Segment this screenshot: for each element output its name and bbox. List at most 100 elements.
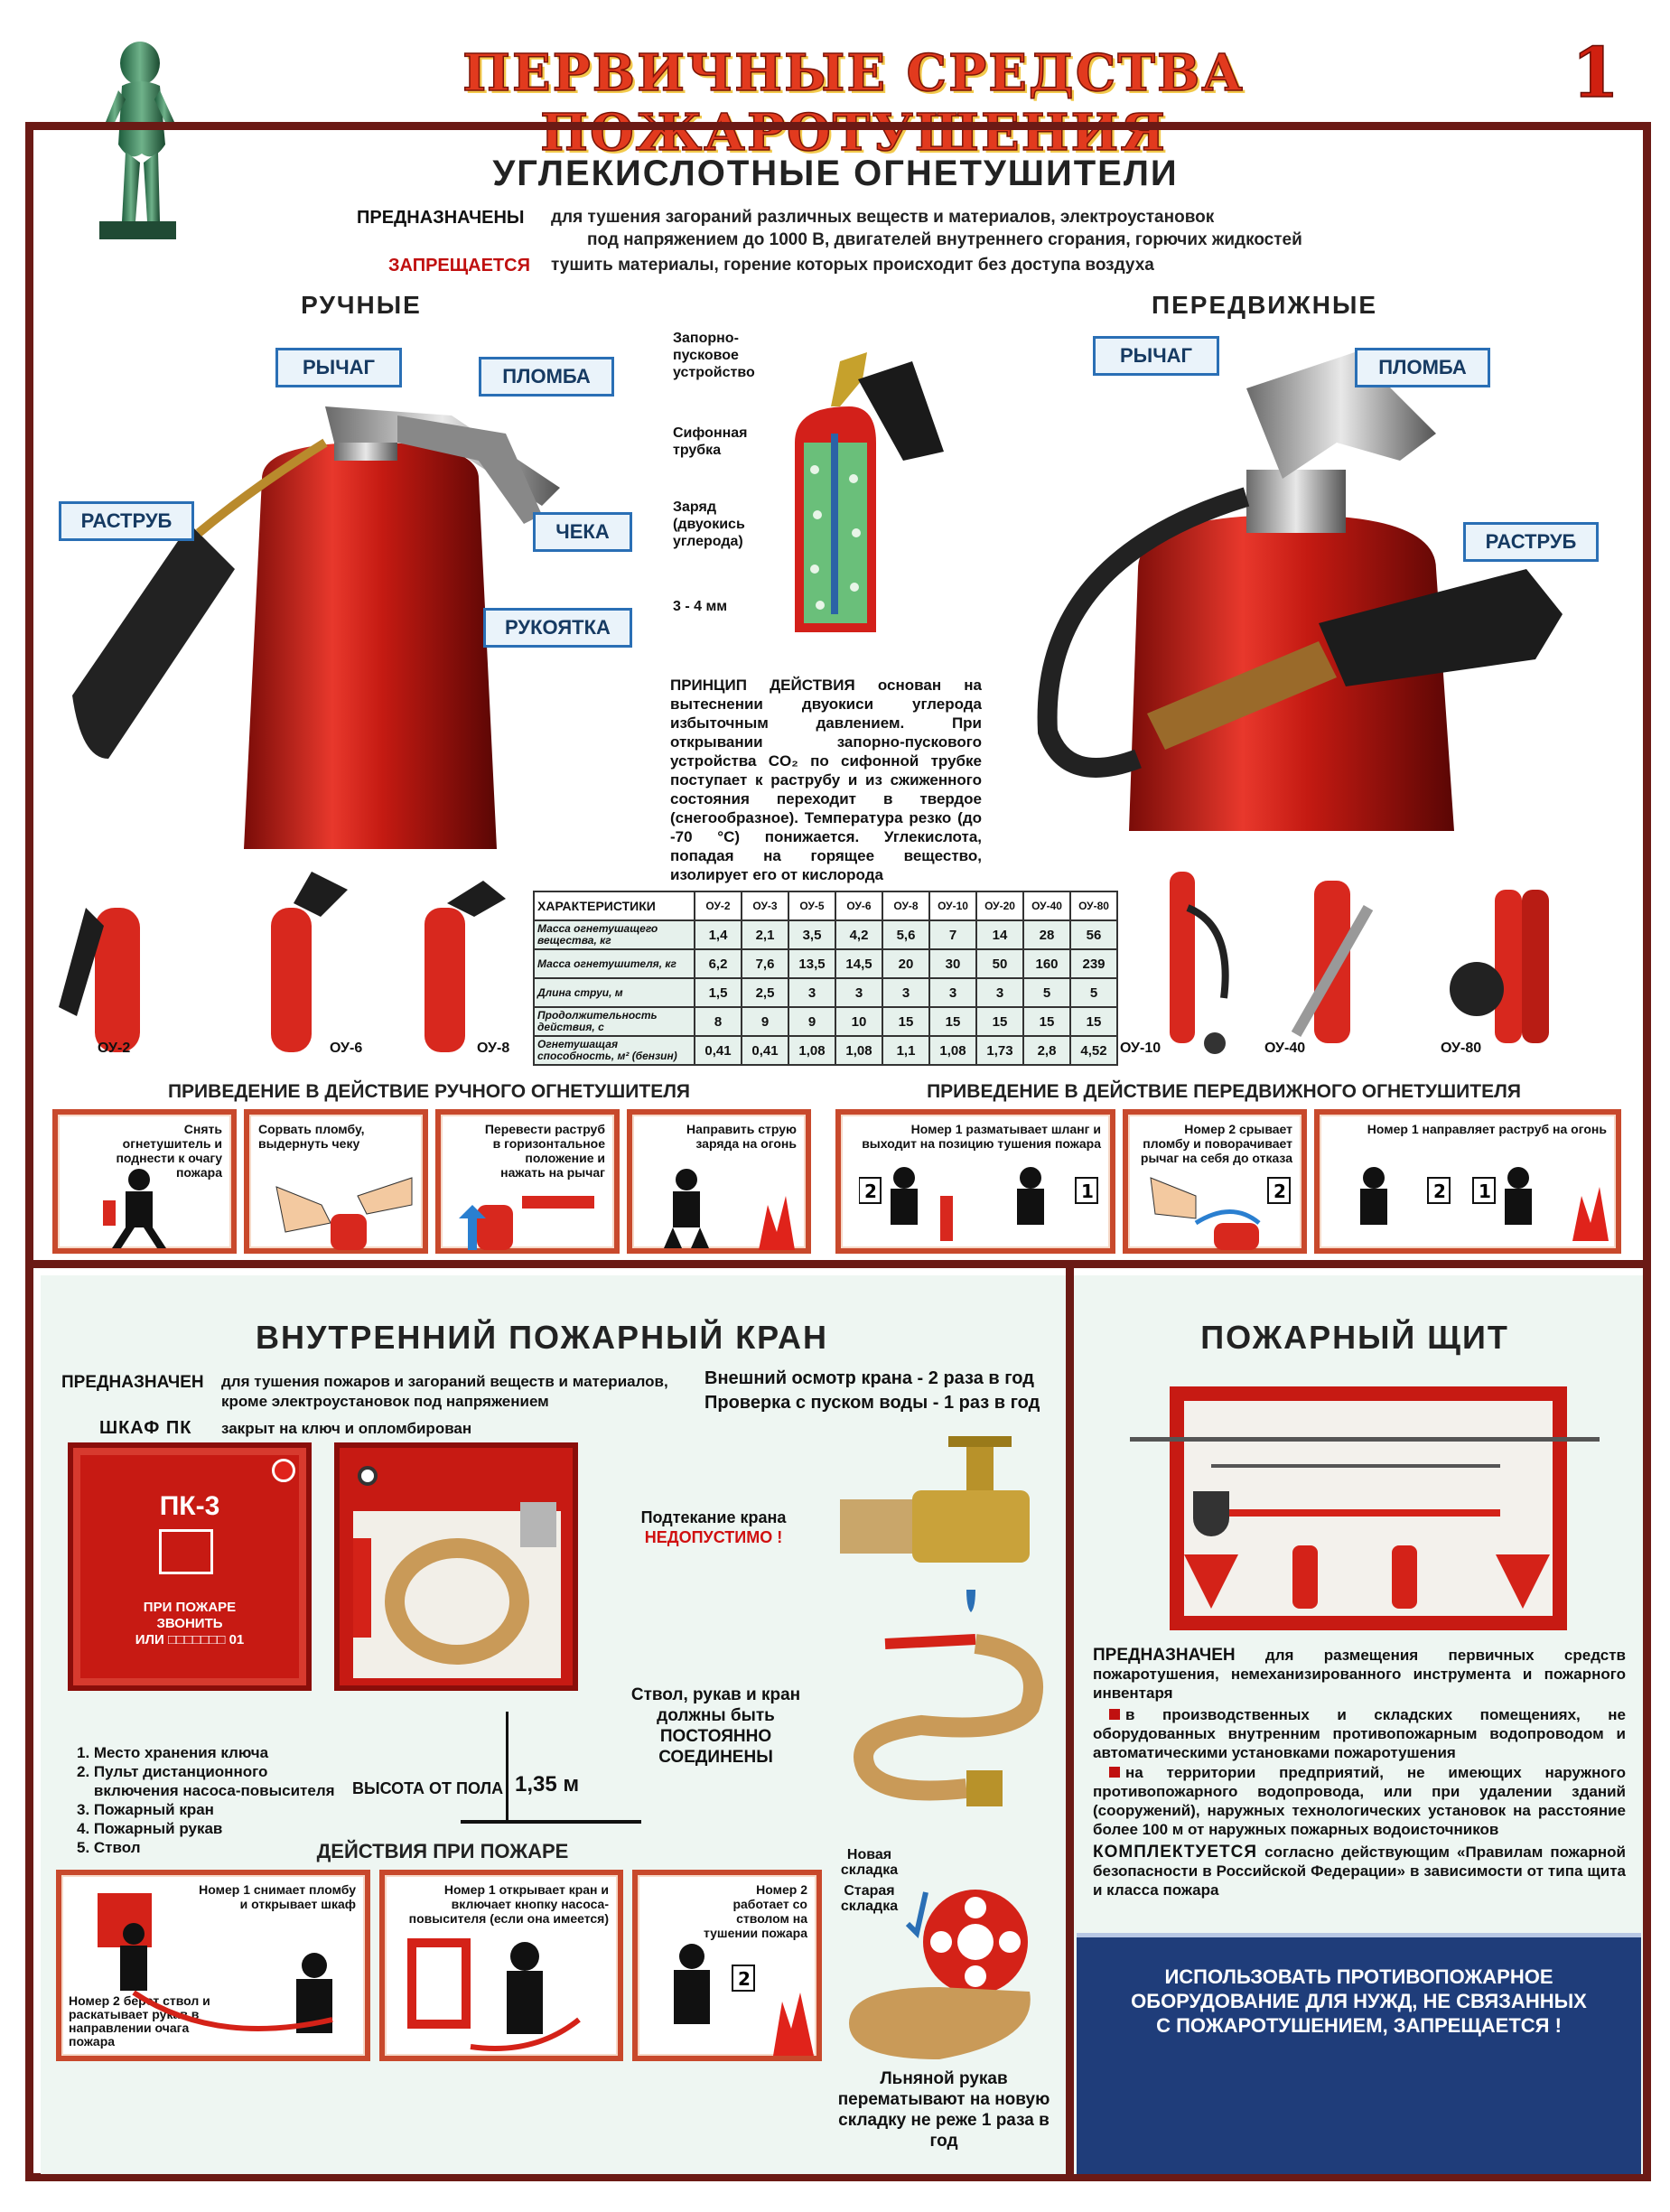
action1-note: Номер 2 берет ствол и раскатывает рукав …: [69, 1993, 210, 2049]
bullet-text: на территории предприятий, не имеющих на…: [1093, 1764, 1626, 1838]
extinguisher-icon: [1292, 1545, 1318, 1609]
height-label: ВЫСОТА ОТ ПОЛА: [352, 1779, 504, 1797]
shield-bullet-1: в производственных и складских помещения…: [1093, 1705, 1626, 1762]
shield-bullet-2: на территории предприятий, не имеющих на…: [1093, 1763, 1626, 1839]
label-charge: Заряд (двуокись углерода): [673, 499, 745, 549]
page-number: 1: [1571, 32, 1619, 114]
mobile-extinguisher-illustration: [1037, 352, 1563, 831]
hose-reel-illustration: [849, 1890, 1031, 2059]
table-col: ОУ-8: [882, 891, 930, 921]
step-caption: Номер 1 открывает кран и включает кнопку…: [408, 1882, 609, 1926]
step-caption: Снять огнетушитель и поднести к очагу по…: [116, 1122, 222, 1180]
model-ou6: ОУ-6: [330, 1041, 363, 1056]
cell: 15: [1069, 1006, 1118, 1037]
main-frame: [25, 122, 1651, 2181]
forbidden-label: ЗАПРЕЩАЕТСЯ: [388, 256, 530, 275]
inspect-1: Внешний осмотр крана - 2 раза в год: [704, 1368, 1034, 1388]
cell: 1,5: [694, 977, 742, 1008]
model-ou2: ОУ-2: [98, 1041, 131, 1056]
label-mobile-lever: РЫЧАГ: [1093, 336, 1219, 376]
principle-text: ПРИНЦИП ДЕЙСТВИЯ основан на вытеснении д…: [670, 676, 982, 884]
cabinet-call-2: ЗВОНИТЬ: [156, 1616, 223, 1631]
table-col: ОУ-3: [741, 891, 789, 921]
height-arrow: [506, 1712, 508, 1820]
forbidden-text: тушить материалы, горение которых происх…: [551, 256, 1154, 275]
old-fold-label: Старая складка: [840, 1883, 899, 1914]
extinguisher-arrow-icon: [459, 1196, 594, 1250]
cabinet-closed: ПК-3 ПРИ ПОЖАРЕ ЗВОНИТЬ ИЛИ □□□□□□□ 01: [68, 1442, 312, 1691]
cell: 5,6: [882, 919, 930, 950]
pump-button-icon[interactable]: [358, 1466, 378, 1486]
row-label: Масса огнетушащего вещества, кг: [533, 919, 695, 950]
hydrant-action-1: Номер 1 снимает пломбу и открывает шкаф …: [56, 1870, 370, 2061]
cell: 15: [975, 1006, 1024, 1037]
extinguisher-cross-section-illustration: [795, 352, 944, 632]
legend-item: 5. Ствол: [77, 1839, 141, 1856]
shield-kit: КОМПЛЕКТУЕТСЯ согласно действующим «Прав…: [1093, 1843, 1626, 1899]
label-seal: ПЛОМБА: [479, 357, 614, 397]
cell: 15: [928, 1006, 977, 1037]
nozzle-icon[interactable]: [353, 1538, 371, 1638]
legend-item: 1. Место хранения ключа: [77, 1744, 269, 1761]
manual-models-illustration: [59, 872, 506, 1052]
bullet-icon: [1109, 1709, 1120, 1720]
cell: 3: [835, 977, 883, 1008]
kit-text: согласно действующим «Правилам пожарной …: [1093, 1843, 1626, 1899]
cell: 5: [1069, 977, 1118, 1008]
cell: 0,41: [741, 1035, 789, 1066]
cabinet-name: ПК-3: [159, 1491, 220, 1521]
cabinet-text: закрыт на ключ и опломбирован: [221, 1420, 472, 1437]
label-siphon: Сифонная трубка: [673, 425, 748, 458]
bullet-text: в производственных и складских помещения…: [1093, 1706, 1626, 1761]
manual-step-2: Сорвать пломбу, выдернуть чеку: [244, 1109, 428, 1254]
valve-icon[interactable]: [520, 1502, 556, 1547]
hydrant-purpose-label: ПРЕДНАЗНАЧЕН: [61, 1373, 204, 1392]
legend-item: 3. Пожарный кран: [77, 1801, 214, 1818]
label-nozzle: РАСТРУБ: [59, 501, 194, 541]
bucket-icon: [1184, 1554, 1238, 1609]
cell: 9: [741, 1006, 789, 1037]
cell: 160: [1022, 948, 1071, 979]
hook-icon: [1130, 1437, 1600, 1442]
firefighters-cabinet-icon: [98, 1893, 333, 2033]
cell: 13,5: [788, 948, 836, 979]
cell: 3: [975, 977, 1024, 1008]
connected-text: Ствол, рукав и кран должны быть ПОСТОЯНН…: [630, 1685, 801, 1767]
svg-text:2: 2: [864, 1181, 877, 1202]
divider-vertical: [1066, 1268, 1074, 2174]
purpose-label: ПРЕДНАЗНАЧЕНЫ: [357, 208, 525, 228]
shield-board: [1130, 1386, 1600, 1630]
step-caption: Номер 1 снимает пломбу и открывает шкаф: [199, 1882, 356, 1911]
table-col: ОУ-40: [1022, 891, 1071, 921]
mobile-heading: ПЕРЕДВИЖНЫЕ: [1151, 291, 1378, 319]
firefighter-icon: [103, 1169, 166, 1248]
shield-purpose-text: для размещения первичных средств пожарот…: [1093, 1647, 1626, 1702]
cell: 8: [694, 1006, 742, 1037]
step-caption: Сорвать пломбу, выдернуть чеку: [258, 1122, 365, 1151]
hose-reel-icon: [159, 1529, 213, 1574]
crowbar-icon: [1211, 1464, 1500, 1468]
shield-purpose-label: ПРЕДНАЗНАЧЕН: [1093, 1646, 1236, 1665]
model-ou8: ОУ-8: [477, 1041, 510, 1056]
cell: 2,8: [1022, 1035, 1071, 1066]
table-header: ХАРАКТЕРИСТИКИ: [533, 891, 695, 921]
hydrant-action-3: Номер 2 работает со стволом на тушении п…: [632, 1870, 822, 2061]
hydrant-purpose-1: для тушения пожаров и загораний веществ …: [221, 1373, 668, 1390]
svg-text:1: 1: [1479, 1181, 1491, 1202]
shield-purpose: ПРЕДНАЗНАЧЕН для размещения первичных ср…: [1093, 1646, 1626, 1703]
key-storage-icon[interactable]: [272, 1459, 295, 1482]
label-lever: РЫЧАГ: [275, 348, 402, 387]
floor-line: [461, 1820, 641, 1824]
warning-box: ИСПОЛЬЗОВАТЬ ПРОТИВОПОЖАРНОЕ ОБОРУДОВАНИ…: [1077, 1933, 1641, 2174]
table-col: ОУ-80: [1069, 891, 1118, 921]
cell: 1,08: [835, 1035, 883, 1066]
cell: 3: [882, 977, 930, 1008]
cell: 28: [1022, 919, 1071, 950]
cell: 6,2: [694, 948, 742, 979]
svg-text:2: 2: [1273, 1181, 1286, 1202]
mobile-action-heading: ПРИВЕДЕНИЕ В ДЕЙСТВИЕ ПЕРЕДВИЖНОГО ОГНЕТ…: [927, 1081, 1521, 1102]
page-title: ПЕРВИЧНЫЕ СРЕДСТВА ПОЖАРОТУШЕНИЯ: [462, 42, 1245, 163]
cell: 4,52: [1069, 1035, 1118, 1066]
